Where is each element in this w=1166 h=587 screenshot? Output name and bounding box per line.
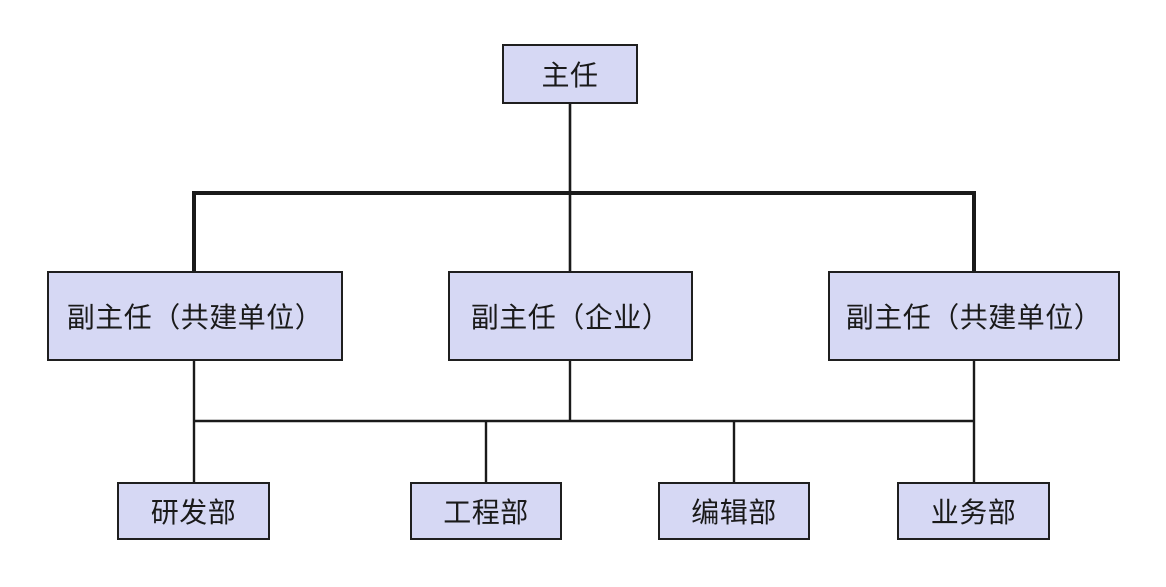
- node-director: 主任: [502, 44, 638, 104]
- node-deputy-right: 副主任（共建单位）: [828, 271, 1120, 361]
- node-dept-eng: 工程部: [410, 482, 562, 540]
- node-dept-biz: 业务部: [897, 482, 1050, 540]
- node-dept-rd: 研发部: [117, 482, 270, 540]
- node-dept-edit: 编辑部: [658, 482, 810, 540]
- node-deputy-middle: 副主任（企业）: [448, 271, 693, 361]
- node-deputy-left: 副主任（共建单位）: [47, 271, 343, 361]
